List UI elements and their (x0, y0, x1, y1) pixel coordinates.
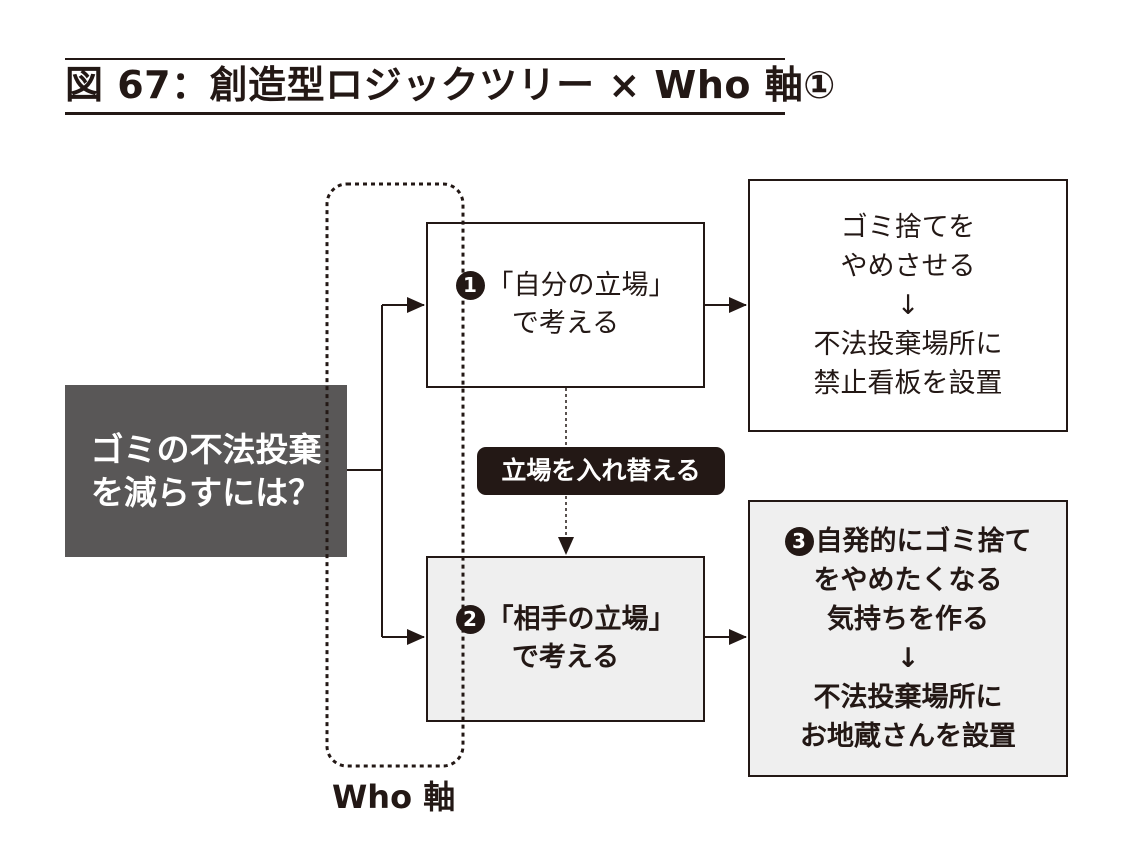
result2-line-6: お地蔵さんを設置 (800, 720, 1016, 752)
branch2-number-badge: 2 (455, 605, 485, 634)
result2-line-3: 気持ちを作る (827, 603, 989, 635)
result2-line-2: をやめたくなる (813, 564, 1003, 596)
branch2-line-1: 「相手の立場」 (486, 604, 676, 635)
branch1-line-2: で考える (511, 308, 620, 339)
question-to-branch-connector (347, 297, 425, 645)
result1-box: ゴミ捨てを やめさせる ↓ 不法投棄場所に 禁止看板を設置 (748, 179, 1068, 432)
question-box: ゴミの不法投棄 を減らすには？ (65, 385, 347, 557)
result2-number-badge: 3 (784, 526, 814, 556)
result1-line-4: 不法投棄場所に (813, 329, 1003, 360)
result2-down-arrow: ↓ (896, 642, 920, 674)
branch1-line-1: 「自分の立場」 (486, 270, 676, 301)
result1-line-5: 禁止看板を設置 (813, 368, 1003, 399)
result2-line-5: 不法投棄場所に (813, 681, 1003, 713)
figure-title: 図 67：創造型ロジックツリー × Who 軸① (65, 63, 836, 107)
swap-perspective-label: 立場を入れ替える (477, 447, 725, 495)
branch2-box: 2「相手の立場」 で考える (426, 556, 705, 722)
who-axis-dotted-frame (325, 182, 465, 768)
title-rule-bottom (65, 112, 785, 115)
result1-down-arrow: ↓ (896, 290, 920, 321)
branch1-number-badge: 1 (455, 271, 485, 300)
question-line-2: を減らすには？ (90, 473, 322, 512)
branch1-box: 1「自分の立場」 で考える (426, 222, 705, 388)
who-axis-label: Who 軸 (332, 778, 456, 816)
result1-line-1: ゴミ捨てを (840, 212, 976, 243)
question-line-1: ゴミの不法投棄 (90, 430, 322, 469)
branch2-line-2: で考える (511, 642, 620, 673)
result1-line-2: やめさせる (840, 251, 976, 282)
result2-line-1: 自発的にゴミ捨て (815, 525, 1032, 557)
title-rule-top (65, 58, 785, 60)
